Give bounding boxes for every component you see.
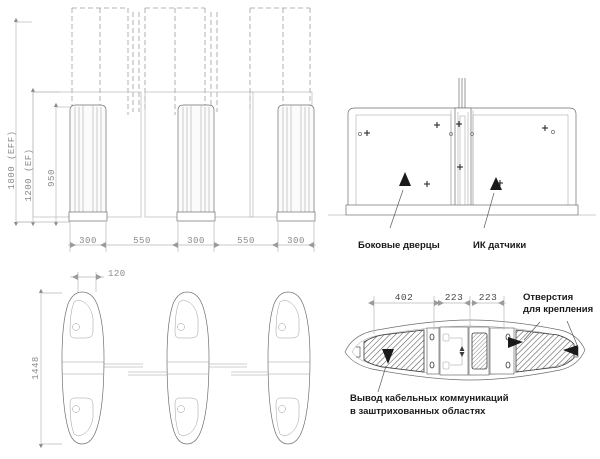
callout-arrow-cable-outlet [377,349,394,393]
dim-223-b-label: 223 [479,292,498,303]
callout-cable-outlet-line1: Вывод кабельных коммуникаций [350,393,509,404]
base-dimension-chain [368,296,506,334]
center-mast [458,78,466,110]
callout-side-doors-label: Боковые дверцы [358,240,440,251]
callout-arrow-mounting-holes [508,320,579,356]
mechanism-block [471,332,488,370]
dim-550-a: 550 [133,236,151,246]
callout-mounting-holes-line2: для крепления [523,304,593,315]
base-plan-view: 402 223 223 Отверстия для крепления Выво… [344,292,593,417]
callout-arrow-ir-sensors [483,177,502,229]
dim-1448-line [38,288,62,449]
dashed-arm-envelopes [71,7,311,115]
cabinet-detail-view: Боковые дверцы ИК датчики [328,78,596,251]
dim-300-a: 300 [79,236,97,246]
cable-hatch-right [515,329,575,373]
pillar-3 [276,104,316,222]
callout-ir-sensors-label: ИК датчики [473,240,526,251]
dim-300-c: 300 [287,236,305,246]
plan-unit-2 [128,291,247,445]
horizontal-dimension-chain [68,222,316,252]
ir-sensor-marks [364,121,548,187]
cabinet-base-plinth [345,204,579,216]
callout-mounting-holes-line1: Отверстия [523,292,573,303]
vertical-dimension-lines [13,17,70,227]
pillar-2 [176,104,216,222]
plan-unit-1 [61,291,143,445]
cable-hatch-left [363,329,425,373]
dim-402-label: 402 [395,292,414,303]
pillar-1 [68,104,108,222]
dim-120-label: 120 [108,269,126,279]
plan-view-trio: 120 1448 [31,269,311,449]
dim-120-line [70,272,104,292]
dim-1200-ef: 1200 (EF) [24,148,34,201]
callout-cable-outlet-line2: в заштрихованных областях [350,406,486,417]
dim-223-a-label: 223 [445,292,464,303]
center-mechanism [426,326,515,376]
callout-arrow-side-doors [389,172,411,229]
dim-950: 950 [47,169,57,187]
dim-1800-eff: 1800 (EFF) [7,130,17,189]
dim-300-b: 300 [187,236,205,246]
plan-unit-3 [231,291,311,445]
dim-1448-label: 1448 [31,356,41,380]
dim-550-b: 550 [237,236,255,246]
front-elevation-view: 1800 (EFF) 1200 (EF) 950 300 550 300 550… [7,7,316,252]
hinge-marks [358,130,555,136]
bracket-detail [442,333,465,370]
